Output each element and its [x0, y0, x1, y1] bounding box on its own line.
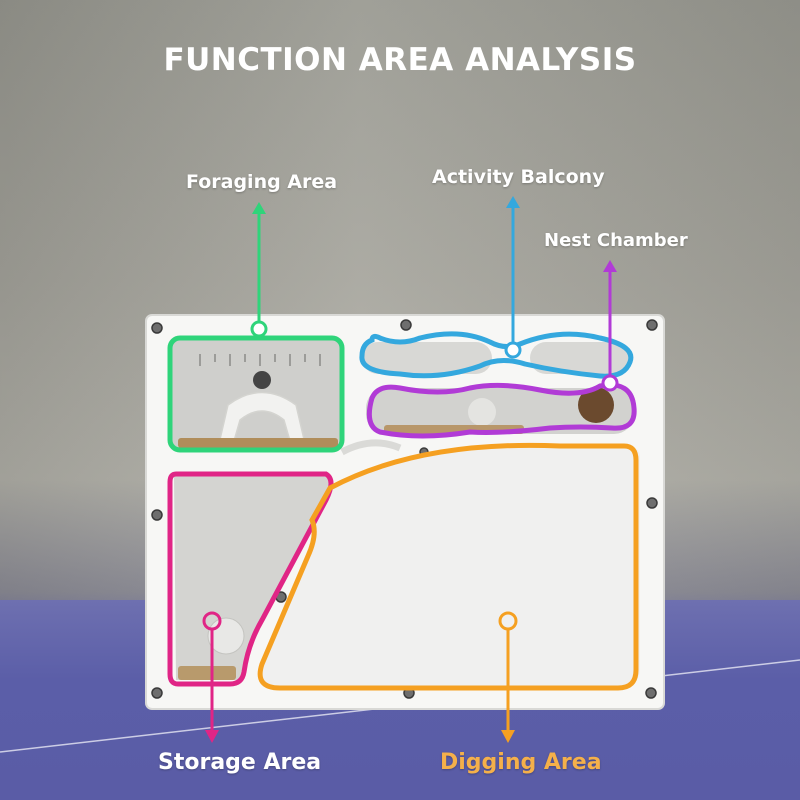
storage-area-label: Storage Area [158, 750, 322, 775]
balcony-callout [359, 196, 634, 379]
foraging-ruler [199, 354, 321, 366]
digging-area-fill [260, 446, 640, 686]
nest-tunnel [366, 388, 634, 434]
activity-balcony-label: Activity Balcony [432, 166, 605, 188]
camera-lens [253, 371, 271, 389]
nest-pillar [468, 398, 496, 426]
storage-seeds [178, 666, 236, 680]
connector-tube [340, 439, 402, 456]
foraging-area-label: Foraging Area [186, 171, 338, 193]
foraging-callout [167, 202, 345, 453]
nest-callout [366, 260, 637, 439]
ant-farm [145, 314, 665, 710]
page-title: FUNCTION AREA ANALYSIS [163, 42, 637, 78]
nest-soil [578, 387, 614, 423]
foraging-seeds [178, 438, 338, 448]
balcony-tunnel-left [362, 342, 492, 374]
balcony-tunnel-right [530, 342, 630, 374]
nest-chamber-label: Nest Chamber [544, 230, 688, 251]
digging-area-label: Digging Area [440, 750, 602, 775]
digging-callout [257, 442, 639, 743]
